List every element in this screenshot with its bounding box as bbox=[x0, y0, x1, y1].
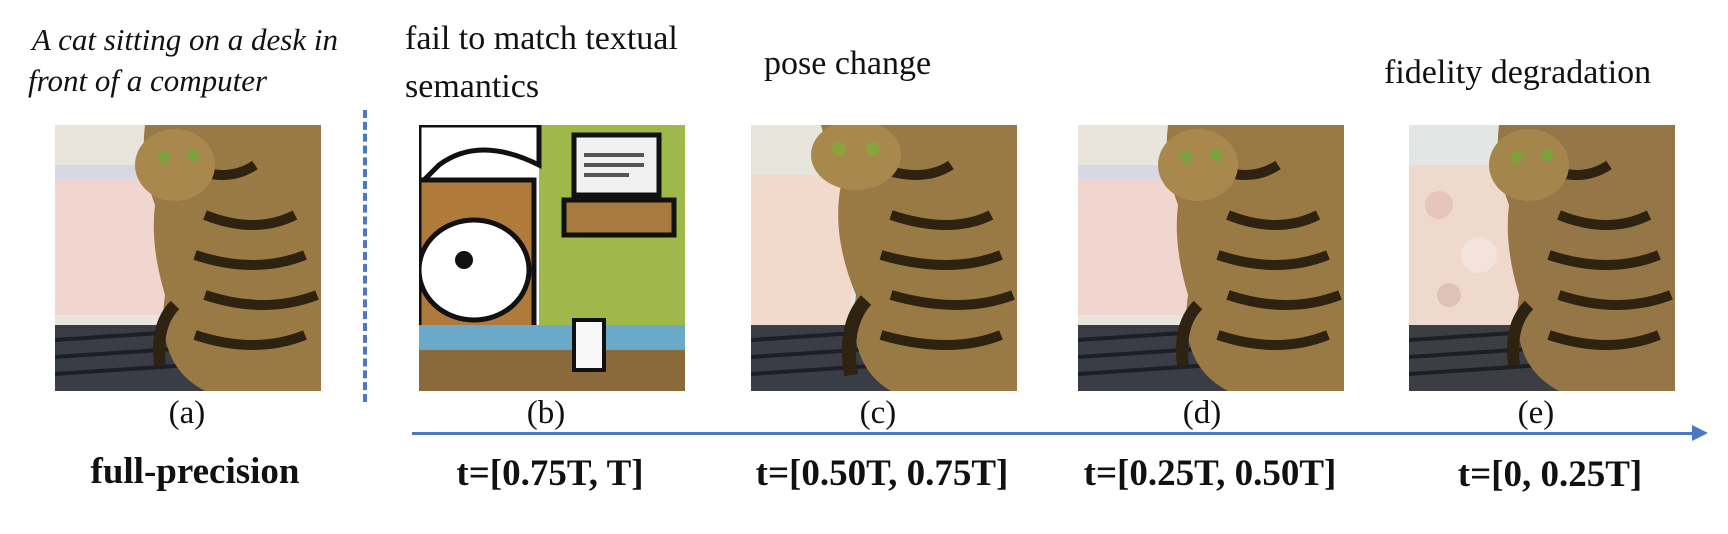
timestep-c: t=[0.50T, 0.75T] bbox=[755, 453, 1009, 494]
prompt-line-2: front of a computer bbox=[28, 63, 268, 98]
timeline-arrow-line bbox=[412, 432, 1694, 435]
timestep-b: t=[0.75T, T] bbox=[456, 453, 644, 494]
label-d: (d) bbox=[1182, 395, 1222, 431]
label-c: (c) bbox=[859, 395, 897, 431]
label-b: (b) bbox=[526, 395, 566, 431]
header-b-line-1: fail to match textual bbox=[405, 20, 678, 57]
header-c: pose change bbox=[764, 45, 932, 82]
timestep-e: t=[0, 0.25T] bbox=[1457, 454, 1643, 495]
image-panel-a bbox=[55, 125, 321, 391]
image-panel-d bbox=[1078, 125, 1344, 391]
header-e: fidelity degradation bbox=[1384, 54, 1652, 91]
timestep-d: t=[0.25T, 0.50T] bbox=[1083, 453, 1337, 494]
dashed-divider bbox=[363, 110, 367, 402]
image-panel-b bbox=[419, 125, 685, 391]
timeline-arrowhead bbox=[1692, 425, 1708, 441]
image-panel-c bbox=[751, 125, 1017, 391]
image-panel-e bbox=[1409, 125, 1675, 391]
label-a: (a) bbox=[168, 395, 206, 431]
full-precision-label: full-precision bbox=[90, 451, 300, 492]
label-e: (e) bbox=[1517, 395, 1555, 431]
header-b-line-2: semantics bbox=[405, 68, 540, 105]
prompt-line-1: A cat sitting on a desk in bbox=[32, 22, 338, 57]
